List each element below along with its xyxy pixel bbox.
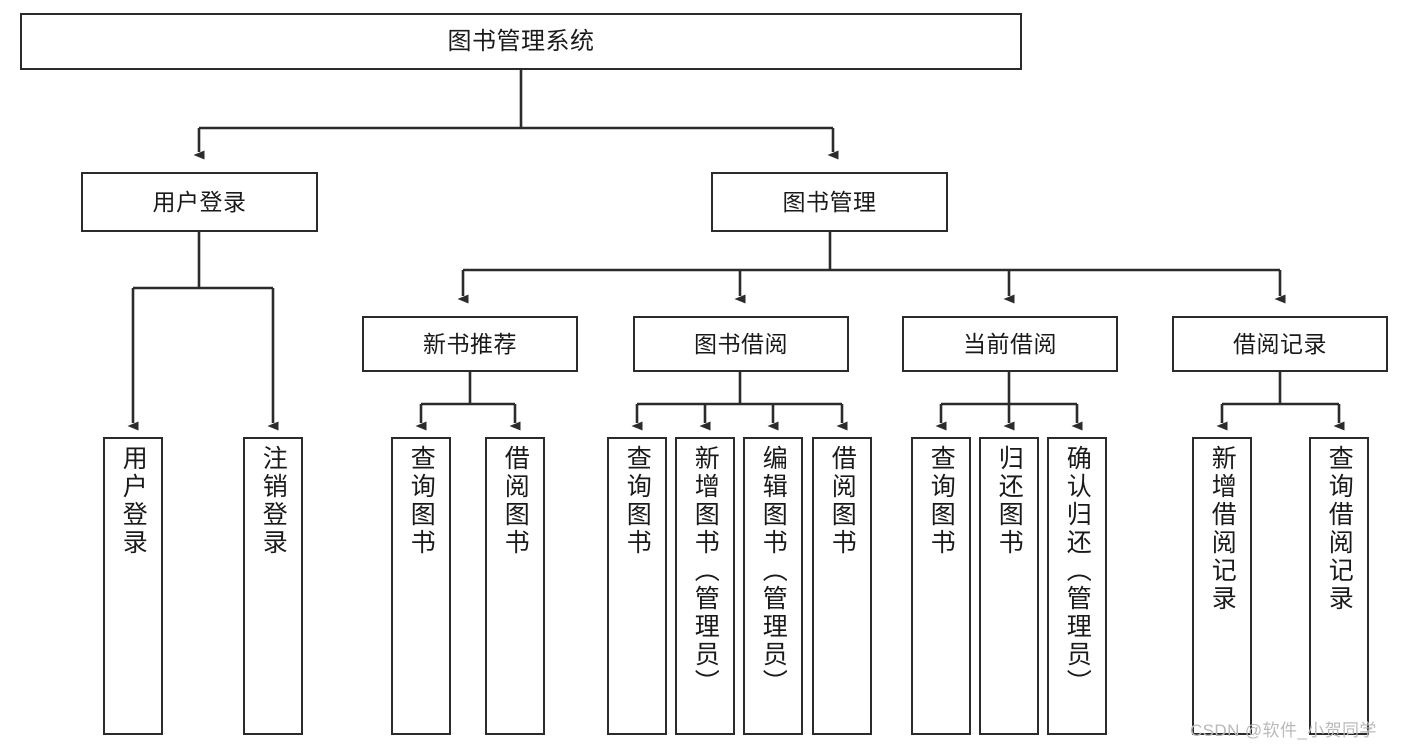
node-label: 借阅图书 — [828, 445, 857, 557]
node-label: 归还图书 — [995, 445, 1024, 557]
node-label: 用户登录 — [152, 188, 247, 215]
leaf-query-borrow-record[interactable]: 查询借阅记录 — [1309, 437, 1369, 735]
node-label: 查询借阅记录 — [1325, 445, 1354, 613]
leaf-return-books[interactable]: 归还图书 — [979, 437, 1039, 735]
node-root-book-management-system[interactable]: 图书管理系统 — [20, 13, 1022, 70]
leaf-add-book-admin[interactable]: 新增图书（管理员） — [675, 437, 735, 735]
node-label: 借阅图书 — [501, 445, 530, 557]
node-label: 注销登录 — [259, 445, 288, 557]
leaf-query-books-current[interactable]: 查询图书 — [911, 437, 971, 735]
leaf-query-books-borrowing[interactable]: 查询图书 — [607, 437, 667, 735]
node-user-login[interactable]: 用户登录 — [81, 172, 318, 232]
node-label: 图书管理 — [782, 188, 877, 215]
leaf-add-borrow-record[interactable]: 新增借阅记录 — [1192, 437, 1252, 735]
leaf-query-books-recommendation[interactable]: 查询图书 — [391, 437, 451, 735]
node-label: 用户登录 — [119, 445, 148, 557]
node-label: 当前借阅 — [963, 330, 1057, 357]
node-label: 编辑图书（管理员） — [759, 445, 788, 697]
watermark-text: CSDN @软件_小贺同学 — [1190, 721, 1377, 740]
leaf-borrow-books-recommendation[interactable]: 借阅图书 — [485, 437, 545, 735]
node-label: 图书借阅 — [694, 330, 788, 357]
node-label: 新增借阅记录 — [1208, 445, 1237, 613]
node-label: 查询图书 — [927, 445, 956, 557]
node-book-management[interactable]: 图书管理 — [711, 172, 948, 232]
node-label: 新书推荐 — [423, 330, 517, 357]
node-label: 确认归还（管理员） — [1063, 445, 1092, 697]
node-book-borrowing[interactable]: 图书借阅 — [633, 316, 849, 372]
leaf-user-login[interactable]: 用户登录 — [103, 437, 163, 735]
node-label: 查询图书 — [623, 445, 652, 557]
node-borrow-records[interactable]: 借阅记录 — [1172, 316, 1388, 372]
node-label: 新增图书（管理员） — [691, 445, 720, 697]
node-new-book-recommendation[interactable]: 新书推荐 — [362, 316, 578, 372]
node-label: 借阅记录 — [1233, 330, 1327, 357]
node-current-borrowing[interactable]: 当前借阅 — [902, 316, 1118, 372]
node-label: 图书管理系统 — [447, 27, 595, 55]
leaf-edit-book-admin[interactable]: 编辑图书（管理员） — [743, 437, 803, 735]
node-label: 查询图书 — [407, 445, 436, 557]
leaf-logout[interactable]: 注销登录 — [243, 437, 303, 735]
leaf-confirm-return-admin[interactable]: 确认归还（管理员） — [1047, 437, 1107, 735]
leaf-borrow-books-borrowing[interactable]: 借阅图书 — [812, 437, 872, 735]
